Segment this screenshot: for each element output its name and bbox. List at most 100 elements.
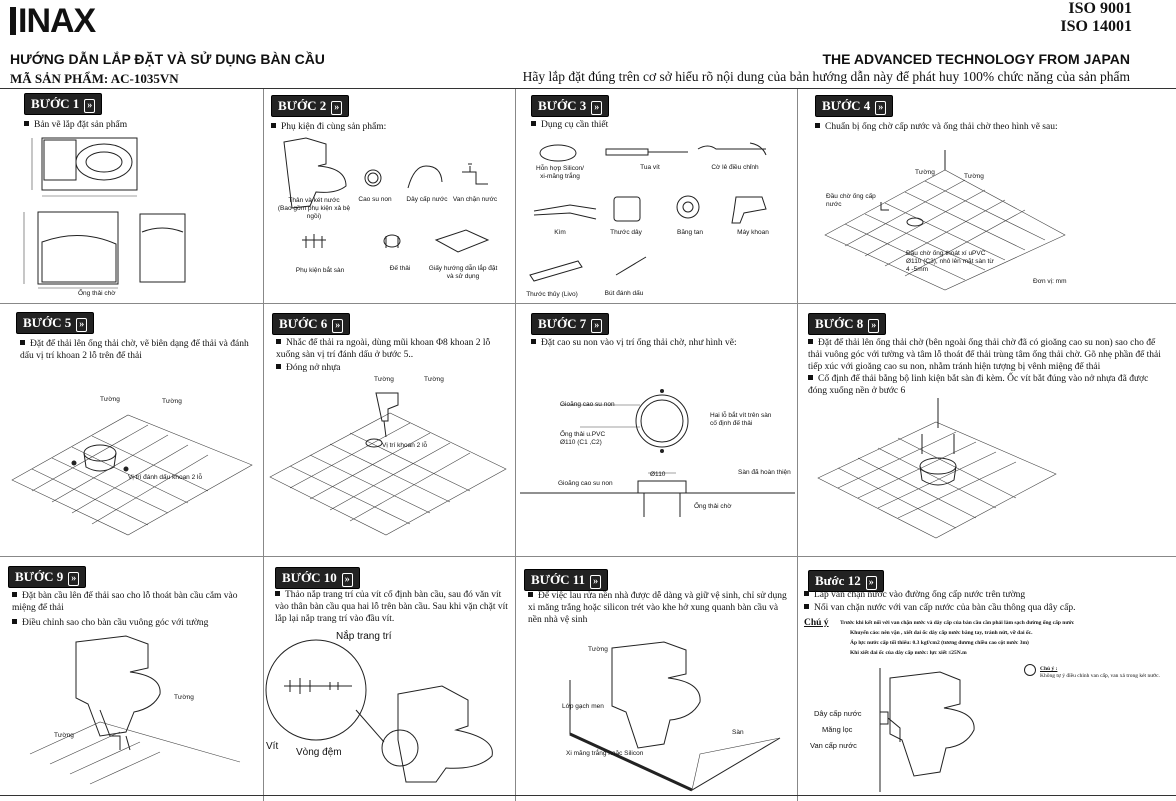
step11-text: Để việc lau rửa nền nhà được dễ dàng và … xyxy=(528,591,787,625)
brand-text: INAX xyxy=(18,2,96,40)
title-vn: HƯỚNG DẪN LẮP ĐẶT VÀ SỬ DỤNG BÀN CẦU xyxy=(10,51,325,67)
step12-caption-valve: Van cấp nước xyxy=(810,741,857,750)
step2-caption-gasket: Cao su non xyxy=(358,196,392,203)
step12-text-2: Nối van chặn nước với van cấp nước của b… xyxy=(804,602,1075,614)
col-divider-2 xyxy=(515,89,516,801)
step7-drawing xyxy=(520,389,795,517)
footer-rule xyxy=(0,795,1176,796)
step1-badge: BƯỚC 1» xyxy=(24,93,103,115)
step12-text-1: Lắp van chặn nước vào đường ống cấp nước… xyxy=(804,589,1025,601)
step7-caption-floor: Sàn đã hoàn thiện xyxy=(738,469,791,476)
step11-caption-tile: Lớp gạch men xyxy=(562,703,604,710)
step12-caption-hose: Dây cấp nước xyxy=(814,709,862,718)
step8-text-1: Đặt đế thải lên ống thải chờ (bên ngoài … xyxy=(808,338,1161,372)
step7-badge: BƯỚC 7» xyxy=(531,313,610,335)
step4-badge: BƯỚC 4» xyxy=(815,95,894,117)
step12-side-note: Chú ý :Không tự ý điều chỉnh van cấp, va… xyxy=(1040,666,1160,679)
step7-text: Đặt cao su non vào vị trí ống thải chờ, … xyxy=(531,337,737,349)
step7-caption-dia: Ø110 xyxy=(650,471,666,478)
title-en: THE ADVANCED TECHNOLOGY FROM JAPAN xyxy=(822,51,1131,67)
step7-caption-gasket-top: Gioăng cao su non xyxy=(560,401,615,408)
step3-drawing xyxy=(529,142,767,282)
step2-caption-flange: Đế thải xyxy=(389,265,411,272)
step12-caption-filter: Măng lọc xyxy=(822,725,853,734)
step12-note-label: Chú ý xyxy=(804,618,829,628)
step3-caption-drill: Máy khoan xyxy=(737,229,769,236)
step2-caption-floor-kit: Phụ kiện bắt sàn xyxy=(295,267,345,274)
step5-caption-mark: Vị trí đánh dấu khoan 2 lỗ xyxy=(128,474,203,481)
col-divider-3 xyxy=(797,89,798,801)
step4-caption-supply: Đầu chờ ống cấp nước xyxy=(826,193,876,208)
step9-drawing xyxy=(29,635,241,785)
step3-text: Dụng cụ cần thiết xyxy=(531,119,608,131)
step3-caption-silicon: Hỗn hợp Silicon/xi-măng trắng xyxy=(536,165,584,180)
step6-badge: BƯỚC 6» xyxy=(272,313,351,335)
step11-caption-silicon: Xi măng trắng hoặc Silicon xyxy=(566,750,644,757)
step7-caption-gasket-bottom: Gioăng cao su non xyxy=(558,480,613,487)
step12-side-bullet xyxy=(1024,664,1036,676)
step8-badge: BƯỚC 8» xyxy=(808,313,887,335)
step6-caption-wall2: Tường xyxy=(424,376,444,383)
row-divider-2 xyxy=(0,556,1176,557)
step9-text-2: Điều chỉnh sao cho bàn cầu vuông góc với… xyxy=(12,617,208,629)
step2-badge: BƯỚC 2» xyxy=(271,95,350,117)
step4-caption-wall1: Tường xyxy=(915,169,935,176)
model-number: MÃ SẢN PHẨM: AC-1035VN xyxy=(10,71,179,86)
step6-caption-wall1: Tường xyxy=(374,376,394,383)
step6-drawing xyxy=(269,392,507,536)
step10-caption-cap: Nắp trang trí xyxy=(336,631,392,642)
step9-caption-wall2: Tường xyxy=(54,732,74,739)
step2-caption-hose: Dây cấp nước xyxy=(406,196,448,203)
col-divider-1 xyxy=(263,89,264,801)
step5-text: Đặt đế thải lên ống thải chờ, vẽ biên dạ… xyxy=(20,339,249,361)
row-divider-1 xyxy=(0,303,1176,304)
step9-text-1: Đặt bàn cầu lên đế thải sao cho lỗ thoát… xyxy=(12,591,238,613)
step9-badge: BƯỚC 9» xyxy=(8,566,87,588)
step1-caption: Ống thải chờ xyxy=(78,290,116,297)
step2-caption-valve: Van chặn nước xyxy=(452,196,498,203)
step5-drawing xyxy=(11,414,253,536)
step1-drawing xyxy=(23,137,186,289)
step12-drawing xyxy=(879,668,975,792)
step3-caption-pliers: Kìm xyxy=(554,229,566,236)
step3-caption-ptfe: Băng tan xyxy=(676,229,704,236)
step10-badge: BƯỚC 10» xyxy=(275,567,360,589)
step3-badge: BƯỚC 3» xyxy=(531,95,610,117)
step10-caption-screw: Vít xyxy=(266,741,279,752)
step3-caption-marker: Bút đánh dấu xyxy=(604,290,644,297)
step3-caption-wrench: Cờ lê điều chỉnh xyxy=(711,164,759,171)
step9-caption-wall1: Tường xyxy=(174,694,194,701)
step3-caption-tape: Thước dây xyxy=(610,229,642,236)
step4-caption-unit: Đơn vị: mm xyxy=(1033,278,1067,285)
step5-caption-wall2: Tường xyxy=(162,398,182,405)
step11-caption-floor: Sàn xyxy=(732,729,744,736)
step3-caption-level: Thước thủy (Livo) xyxy=(526,291,578,298)
step2-text: Phụ kiện đi cùng sản phẩm: xyxy=(271,121,386,133)
step8-text-2: Cố định đế thải bằng bộ linh kiện bắt sà… xyxy=(808,374,1149,396)
header-note: Hãy lắp đặt đúng trên cơ sở hiểu rõ nội … xyxy=(522,69,1130,84)
step2-caption-body: Thân và két nước(Bao gồm phụ kiện xả bệ … xyxy=(277,197,351,220)
brand-logo: INAX xyxy=(10,2,96,41)
step1-text: Bản vẽ lắp đặt sản phẩm xyxy=(24,119,127,131)
step6-text-1: Nhắc đế thải ra ngoài, dùng mũi khoan Φ8… xyxy=(276,338,491,360)
step2-caption-manual: Giấy hướng dẫn lắp đặt và sử dụng xyxy=(428,265,498,280)
step5-caption-wall1: Tường xyxy=(100,396,120,403)
step12-badge: Bước 12» xyxy=(808,570,884,592)
step4-caption-wall2: Tường xyxy=(964,173,984,180)
step8-drawing xyxy=(817,398,1057,539)
step10-drawing xyxy=(265,639,493,783)
step11-badge: BƯỚC 11» xyxy=(524,569,609,591)
step2-drawing xyxy=(283,137,490,253)
step10-text: Thảo nắp trang trí của vít cố định bàn c… xyxy=(275,590,508,624)
step11-caption-wall: Tường xyxy=(588,646,608,653)
step6-caption-drill: Vị trí khoan 2 lỗ xyxy=(382,442,428,449)
step7-caption-waste: Ống thải chờ xyxy=(694,503,732,510)
step5-badge: BƯỚC 5» xyxy=(16,312,95,334)
step10-caption-washer: Vòng đệm xyxy=(296,747,342,758)
step6-text-2: Đóng nở nhựa xyxy=(276,362,341,374)
iso-14001: ISO 14001 xyxy=(1060,18,1132,35)
step4-drawing xyxy=(824,150,1066,291)
header-rule xyxy=(0,88,1176,89)
